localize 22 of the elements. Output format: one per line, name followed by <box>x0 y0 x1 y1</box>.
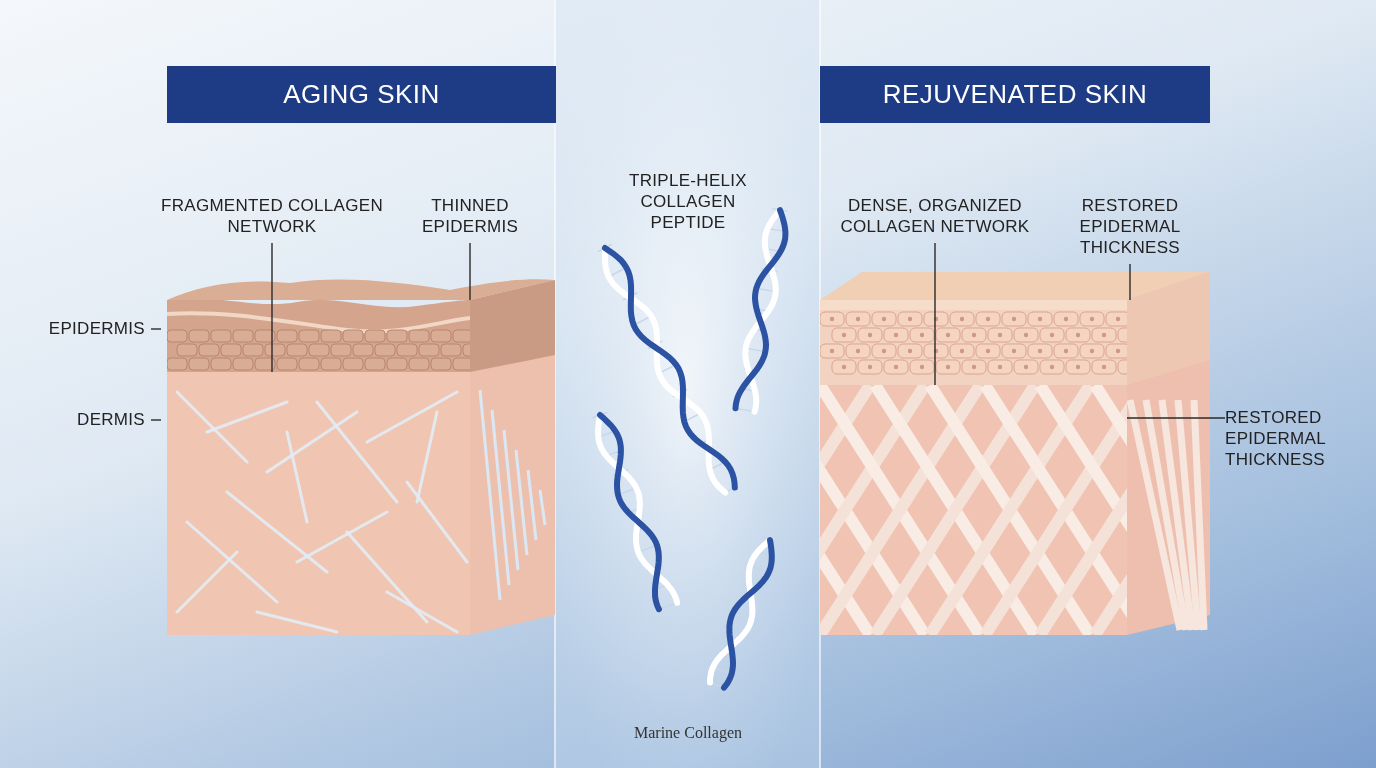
epidermis-layer-drawing <box>820 300 1127 385</box>
callout-label: RESTORED EPIDERMAL THICKNESS <box>1062 195 1198 258</box>
leader-line <box>469 242 471 301</box>
section-header-bar: REJUVENATED SKIN <box>820 66 1210 123</box>
dermis-layer-drawing <box>167 372 470 635</box>
dermis-layer-drawing <box>820 385 1127 635</box>
leader-line <box>150 419 162 421</box>
section-header-bar: AGING SKIN <box>167 66 556 123</box>
callout-label: THINNED EPIDERMIS <box>400 195 540 237</box>
callout-label: DENSE, ORGANIZED COLLAGEN NETWORK <box>822 195 1048 237</box>
leader-line <box>1126 417 1226 419</box>
leader-line <box>1129 263 1131 301</box>
epidermis-layer-drawing <box>167 300 470 372</box>
leader-line <box>934 242 936 386</box>
callout-label: DERMIS <box>40 409 145 430</box>
leader-line <box>271 242 273 373</box>
callout-label: EPIDERMIS <box>20 318 145 339</box>
caption-text: Marine Collagen <box>633 724 743 742</box>
leader-line <box>150 328 162 330</box>
callout-label: FRAGMENTED COLLAGEN NETWORK <box>152 195 392 237</box>
callout-label: RESTORED EPIDERMAL THICKNESS <box>1225 407 1365 470</box>
callout-label: TRIPLE-HELIX COLLAGEN PEPTIDE <box>628 170 748 233</box>
